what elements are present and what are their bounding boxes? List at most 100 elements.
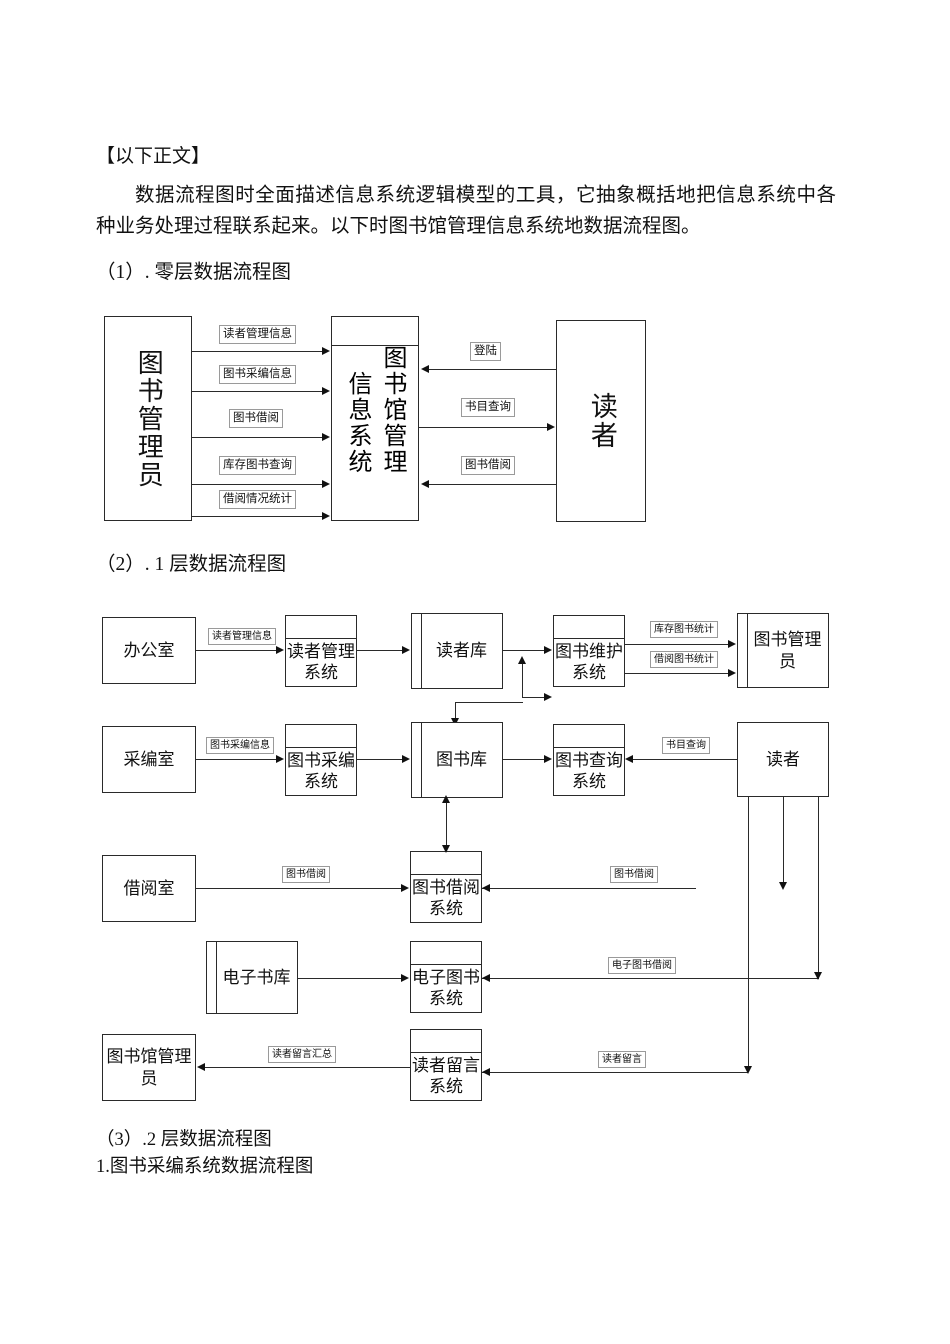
process-ebook-system-label: 电子图书系统	[412, 967, 480, 1008]
flow-line-8	[429, 484, 556, 485]
flow-label-stock-query: 库存图书查询	[219, 456, 296, 475]
entity-reader-label: 读者	[586, 392, 617, 450]
store-book-db-label: 图书库	[436, 750, 487, 770]
section3-subcaption: 1.图书采编系统数据流程图	[96, 1157, 314, 1177]
flow-arrow-r4-a	[401, 973, 409, 982]
process-acquisition-system-label: 图书采编系统	[287, 750, 355, 791]
flow-line-7	[419, 427, 547, 428]
flow-label-book-lending-2: 图书借阅	[610, 866, 658, 883]
flow-label-book-lending: 图书借阅	[229, 409, 283, 428]
flow-label-lending-stats: 借阅情况统计	[219, 490, 296, 509]
flow-line-3	[192, 437, 323, 438]
flow-label-login: 登陆	[470, 342, 501, 361]
flow-arrow-r5-a	[197, 1062, 205, 1071]
flow-label-reader-mgmt-info: 读者管理信息	[219, 325, 296, 344]
flow-line-r1-e	[625, 673, 729, 674]
entity-acquisition-office-label: 采编室	[123, 749, 175, 769]
section2-caption: （2）. 1 层数据流程图	[96, 554, 287, 575]
elbow-vline-2	[455, 702, 456, 720]
flow-arrow-1	[322, 346, 330, 355]
flow-line-r5-b	[482, 1072, 748, 1073]
flow-arrow-r5-v	[743, 1066, 752, 1074]
flow-arrow-4	[322, 479, 330, 488]
entity-office-label: 办公室	[123, 640, 175, 660]
flow-arrow-r1-e	[728, 668, 736, 677]
flow-line-r2-c	[503, 759, 545, 760]
flow-arrow-r2-a	[276, 754, 284, 763]
entity-reader-right: 读者	[737, 722, 829, 797]
flow-arrow-r3-v2	[778, 882, 787, 890]
flow-arrow-r2-b	[402, 754, 410, 763]
entity-lending-office: 借阅室	[102, 855, 196, 922]
section3-caption: （3）.2 层数据流程图	[96, 1130, 272, 1150]
flow-line-5	[192, 516, 323, 517]
flow-arrow-r1-b	[402, 645, 410, 654]
flow-arrow-r2-c	[544, 754, 552, 763]
flow-label-stock-stats: 库存图书统计	[650, 621, 718, 638]
flow-label-book-lending-right: 图书借阅	[461, 456, 515, 475]
flow-arrow-r3-up	[441, 795, 450, 803]
flow-line-r1-d	[625, 644, 729, 645]
flow-arrow-r1-d	[728, 639, 736, 648]
entity-librarian-right: 图书管理员	[737, 613, 829, 688]
flow-arrow-r4-b	[482, 973, 490, 982]
process-ebook-system: 电子图书系统	[410, 941, 482, 1013]
flow-label-acq-info-1: 图书采编信息	[206, 737, 274, 754]
process-library-system: 信息系统 图书馆管理	[331, 316, 419, 521]
process-book-query-system-label: 图书查询系统	[555, 750, 623, 791]
flow-label-ebook-lending: 电子图书借阅	[608, 957, 676, 974]
entity-reader: 读者	[556, 320, 646, 522]
process-reader-mgmt-system: 读者管理系统	[285, 615, 357, 687]
process-message-system-label: 读者留言系统	[412, 1055, 480, 1096]
intro-paragraph: 数据流程图时全面描述信息系统逻辑模型的工具，它抽象概括地把信息系统中各种业务处理…	[96, 185, 836, 237]
elbow-arrow-1b	[517, 656, 526, 664]
flow-label-acq-info: 图书采编信息	[219, 365, 296, 384]
flow-line-1	[192, 351, 323, 352]
store-reader-db: 读者库	[411, 613, 503, 689]
process-acquisition-system: 图书采编系统	[285, 724, 357, 796]
flow-arrow-r3-a	[401, 883, 409, 892]
flow-line-r4-b	[482, 978, 819, 979]
process-lending-system: 图书借阅系统	[410, 851, 482, 923]
flow-arrow-r4-v	[813, 972, 822, 980]
process-reader-mgmt-system-label: 读者管理系统	[287, 641, 355, 682]
flow-arrow-7	[547, 422, 555, 431]
flow-line-r1-a	[196, 650, 276, 651]
flow-arrow-8	[421, 479, 429, 488]
flow-line-2	[192, 391, 323, 392]
flow-label-message-summary: 读者留言汇总	[268, 1046, 336, 1063]
store-book-db: 图书库	[411, 722, 503, 798]
elbow-hline-1	[522, 697, 545, 698]
entity-librarian: 图书管理员	[104, 316, 192, 521]
process-book-query-system: 图书查询系统	[553, 724, 625, 796]
flow-arrow-6	[421, 364, 429, 373]
flow-arrow-r5-b	[482, 1067, 490, 1076]
flow-line-r3-b	[482, 888, 696, 889]
flow-line-4	[192, 484, 323, 485]
process-divider	[332, 345, 418, 346]
flow-line-r2-b	[357, 759, 403, 760]
process-book-maint-system-label: 图书维护系统	[555, 641, 623, 682]
flow-line-r3-v2	[783, 797, 784, 888]
process-lending-system-label: 图书借阅系统	[412, 877, 480, 918]
flow-label-catalog-query-1: 书目查询	[662, 737, 710, 754]
store-ebook-db: 电子书库	[206, 941, 298, 1014]
entity-librarian-bottom: 图书馆管理员	[102, 1034, 196, 1101]
elbow-hline-2	[455, 702, 523, 703]
store-reader-db-label: 读者库	[436, 641, 487, 661]
flow-line-r4-a	[298, 978, 401, 979]
document-heading: 【以下正文】	[96, 146, 211, 167]
process-label-right: 图书馆管理	[379, 345, 405, 475]
section1-caption: （1）. 零层数据流程图	[96, 262, 292, 283]
flow-label-reader-mgmt-info-1: 读者管理信息	[208, 628, 276, 645]
flow-line-r5-v	[748, 797, 749, 1072]
entity-office: 办公室	[102, 617, 196, 684]
flow-line-r3-v	[446, 798, 447, 851]
flow-arrow-r1-c	[544, 645, 552, 654]
process-message-system: 读者留言系统	[410, 1029, 482, 1101]
process-book-maint-system: 图书维护系统	[553, 615, 625, 687]
flow-line-r3-a	[196, 888, 401, 889]
flow-arrow-r3-b	[482, 883, 490, 892]
elbow-vline-1	[522, 659, 523, 697]
entity-lending-office-label: 借阅室	[123, 878, 175, 898]
